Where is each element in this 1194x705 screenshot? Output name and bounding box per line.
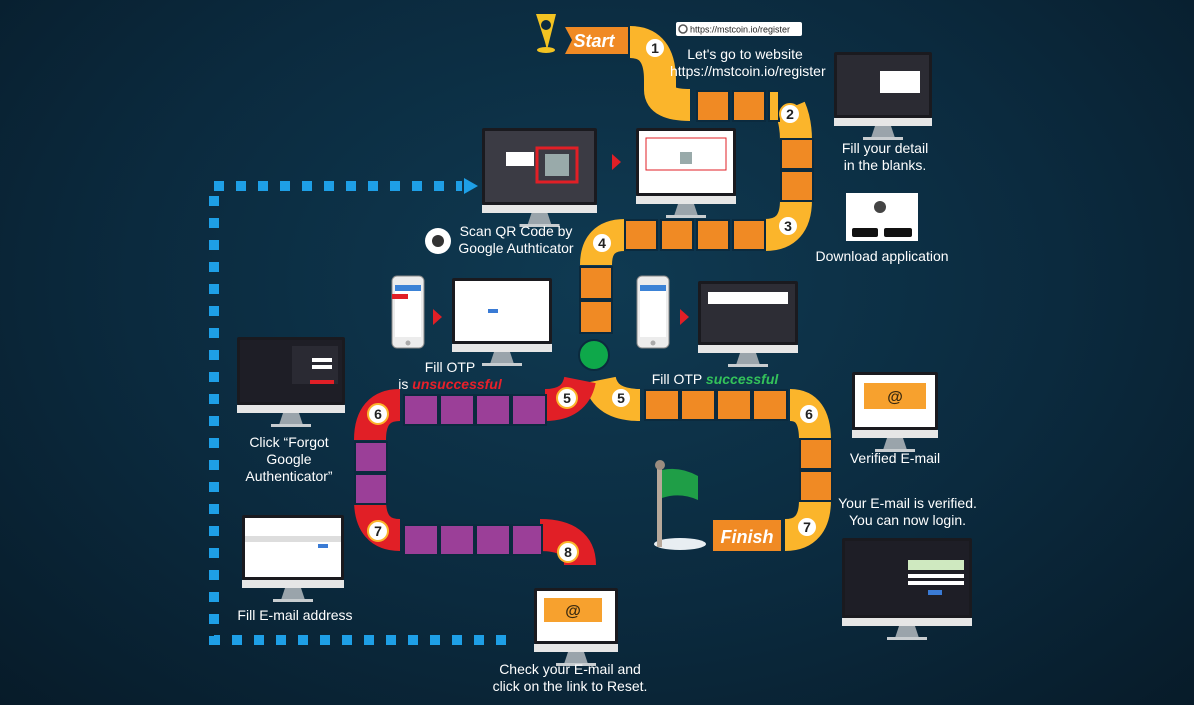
step-number: 7 bbox=[374, 523, 382, 539]
label-scan-qr-line1: Scan QR Code by bbox=[459, 223, 573, 239]
label-download-app: Download application bbox=[808, 248, 956, 265]
step-marker-3: 3 bbox=[777, 215, 799, 237]
step-marker-8: 6 bbox=[798, 403, 820, 425]
label-email-verified: Your E-mail is verified. You can now log… bbox=[825, 495, 990, 529]
label-email-verified-line1: Your E-mail is verified. bbox=[838, 495, 977, 511]
purple-squares bbox=[354, 394, 547, 556]
junction-green-dot bbox=[578, 339, 610, 371]
step-number: 4 bbox=[598, 235, 606, 251]
phone-1 bbox=[391, 275, 425, 349]
step-marker-2: 2 bbox=[779, 103, 801, 125]
google-authenticator-icon bbox=[425, 228, 451, 254]
label-scan-qr: Scan QR Code by Google Authticator bbox=[446, 223, 586, 257]
label-otp-unsucc-line1: Fill OTP bbox=[424, 359, 476, 375]
label-successful: successful bbox=[705, 371, 779, 387]
step-number: 8 bbox=[564, 544, 572, 560]
monitors: @@ bbox=[237, 52, 972, 666]
step-number: 6 bbox=[805, 406, 813, 422]
label-email-verified-line2: You can now login. bbox=[848, 512, 967, 528]
start-label: Start bbox=[573, 31, 615, 51]
email-at-icon: @ bbox=[565, 603, 581, 620]
label-check-email-line1: Check your E-mail and bbox=[499, 661, 641, 677]
start-marker: Start bbox=[536, 14, 628, 54]
label-fill-email-text: Fill E-mail address bbox=[237, 607, 353, 623]
download-app-card bbox=[846, 193, 918, 241]
step-number: 6 bbox=[374, 406, 382, 422]
url-bar-text: https://mstcoin.io/register bbox=[690, 25, 790, 35]
label-otp-unsucc-line2: is unsuccessful bbox=[380, 376, 520, 393]
label-otp-succ-text: Fill OTP bbox=[651, 371, 703, 387]
step-number: 5 bbox=[617, 390, 625, 406]
label-fill-detail-line1: Fill your detail bbox=[841, 140, 929, 156]
label-forgot-ga-line3: Authenticator” bbox=[245, 468, 333, 484]
label-check-email-line2: click on the link to Reset. bbox=[492, 678, 648, 694]
monitor-8 bbox=[242, 515, 344, 602]
label-verified-email: Verified E-mail bbox=[830, 450, 960, 467]
phone-2 bbox=[636, 275, 670, 349]
label-fill-detail: Fill your detail in the blanks. bbox=[820, 140, 950, 174]
step-marker-9: 7 bbox=[367, 520, 389, 542]
email-at-icon: @ bbox=[887, 389, 903, 406]
monitor-4 bbox=[452, 278, 552, 366]
monitor-2 bbox=[482, 128, 597, 227]
step-marker-7: 6 bbox=[367, 403, 389, 425]
orange-squares bbox=[579, 90, 833, 502]
label-fill-otp-unsuccessful: Fill OTP is unsuccessful bbox=[380, 359, 520, 393]
step-marker-11: 8 bbox=[557, 541, 579, 563]
label-fill-detail-line2: in the blanks. bbox=[843, 157, 927, 173]
label-check-email: Check your E-mail and click on the link … bbox=[480, 661, 660, 695]
label-scan-qr-line2: Google Authticator bbox=[458, 240, 574, 256]
label-go-website: Let's go to website https://mstcoin.io/r… bbox=[670, 46, 826, 80]
step-marker-1: 1 bbox=[644, 37, 666, 59]
step-marker-5: 5 bbox=[556, 387, 578, 409]
finish-label: Finish bbox=[721, 527, 774, 547]
step-marker-4: 4 bbox=[591, 232, 613, 254]
step-number: 5 bbox=[563, 390, 571, 406]
step-number: 2 bbox=[786, 106, 794, 122]
monitor-10 bbox=[842, 538, 972, 640]
label-fill-email: Fill E-mail address bbox=[225, 607, 365, 624]
label-verified-email-text: Verified E-mail bbox=[849, 450, 941, 466]
red-arrows bbox=[433, 154, 689, 325]
step-marker-6: 5 bbox=[610, 387, 632, 409]
phones bbox=[391, 275, 670, 349]
blue-dotted-loop bbox=[209, 181, 515, 645]
blue-arrow-head bbox=[464, 178, 478, 194]
step-number: 1 bbox=[651, 40, 659, 56]
label-download-app-text: Download application bbox=[815, 248, 949, 264]
step-markers: 1 2 3 4 5 5 6 6 7 7 8 bbox=[367, 37, 820, 563]
label-go-website-line2: https://mstcoin.io/register bbox=[670, 63, 826, 79]
step-number: 3 bbox=[784, 218, 792, 234]
step-marker-10: 7 bbox=[796, 516, 818, 538]
finish-marker: Finish bbox=[654, 460, 781, 551]
label-otp-is: is bbox=[398, 376, 409, 392]
label-go-website-line1: Let's go to website bbox=[687, 46, 803, 62]
url-bar: https://mstcoin.io/register bbox=[676, 22, 802, 36]
label-forgot-ga: Click “Forgot Google Authenticator” bbox=[224, 434, 354, 485]
monitor-1 bbox=[834, 52, 932, 140]
label-forgot-ga-line2: Google bbox=[266, 451, 312, 467]
label-fill-otp-successful: Fill OTP successful bbox=[640, 371, 790, 388]
label-forgot-ga-line1: Click “Forgot bbox=[249, 434, 329, 450]
step-number: 7 bbox=[803, 519, 811, 535]
label-unsuccessful: unsuccessful bbox=[412, 376, 502, 392]
